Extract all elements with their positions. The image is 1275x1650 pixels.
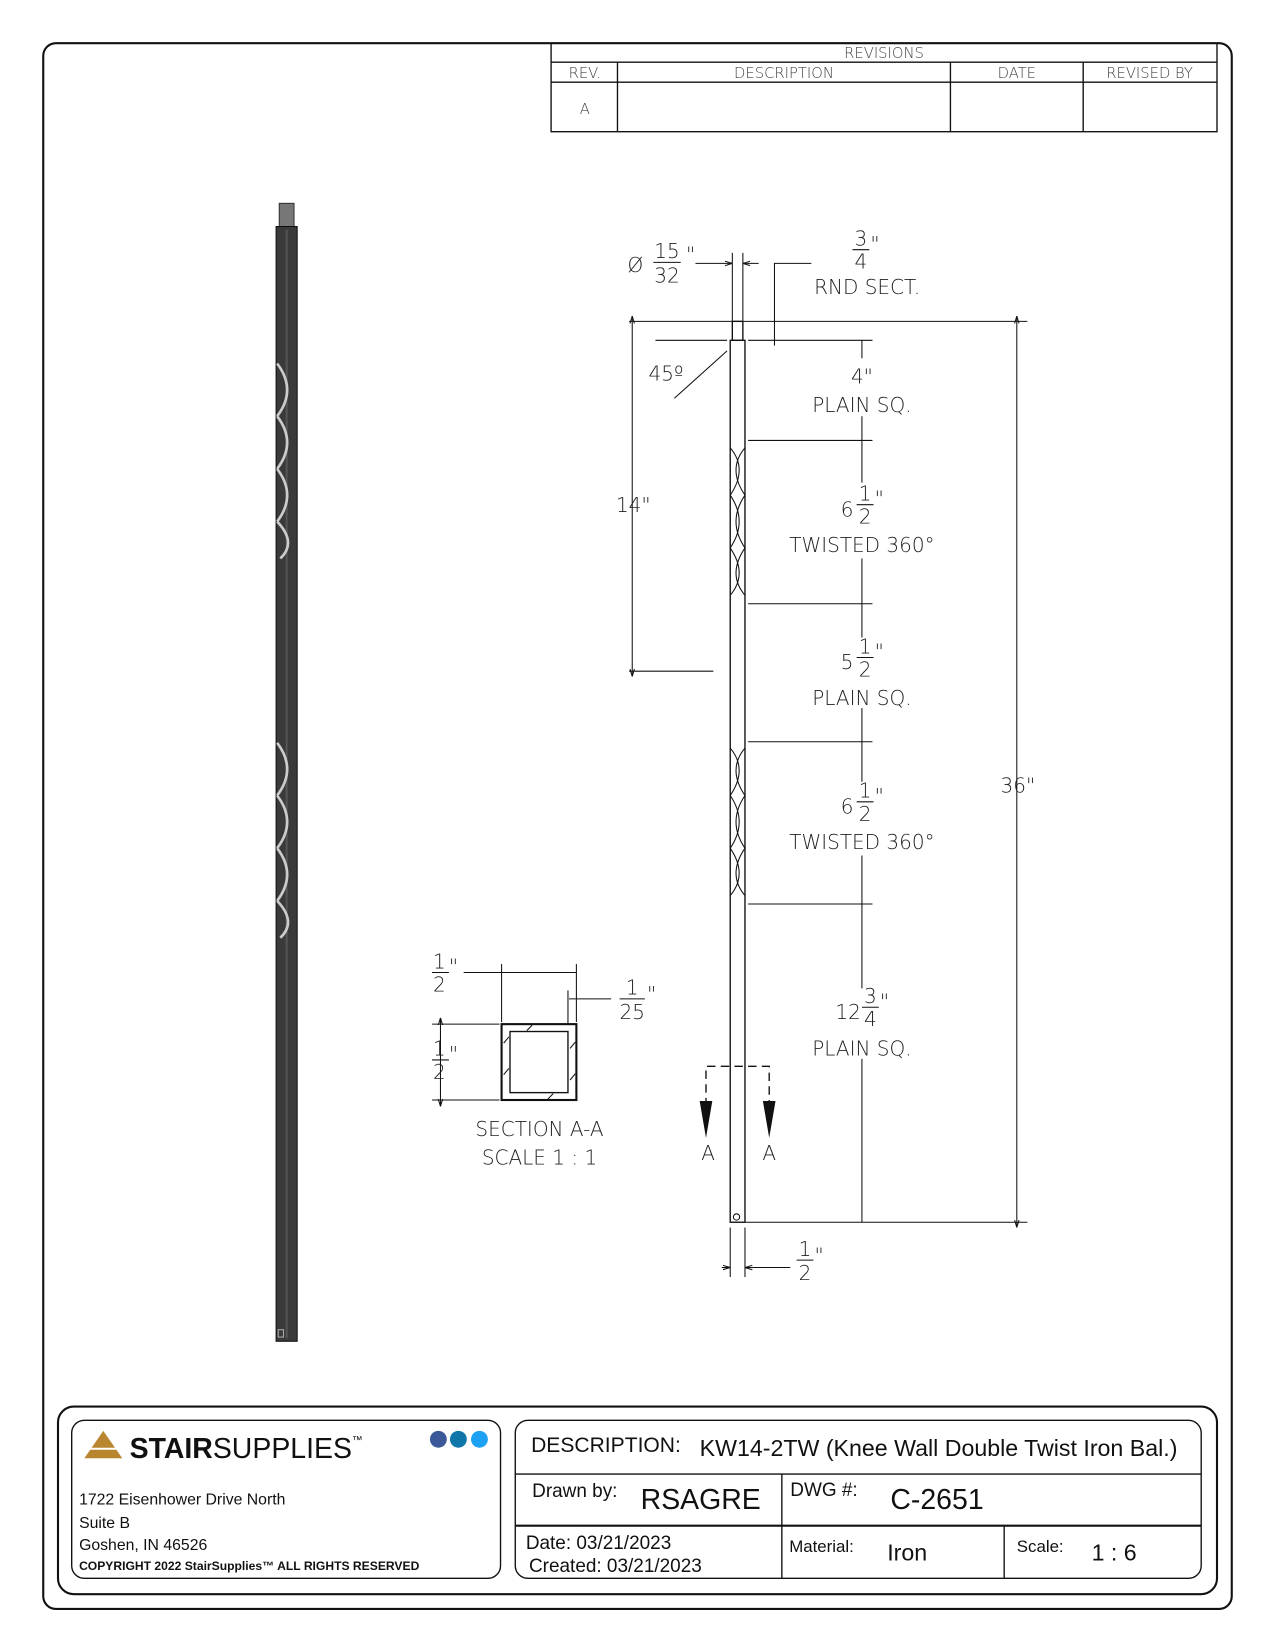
revisions-table: REVISIONS REV. DESCRIPTION DATE REVISED …	[550, 42, 1218, 133]
scale-value: 1 : 6	[1092, 1539, 1137, 1565]
unit: "	[647, 982, 656, 1006]
section-a-a: 1 2 " 1 2 " 1 25 " SECTION A-A SCALE 1 :…	[432, 949, 656, 1169]
company-logo: STAIRSUPPLIES™	[84, 1430, 363, 1465]
date: Date: 03/21/2023	[526, 1533, 671, 1554]
unit: "	[875, 487, 884, 511]
segment-length: 6	[841, 794, 854, 818]
baluster-elevation	[729, 320, 746, 1223]
scale-label: Scale:	[1017, 1537, 1064, 1556]
fraction-denominator: 2	[433, 1060, 446, 1084]
address-line: Suite B	[79, 1515, 130, 1532]
segment-label: TWISTED 360°	[789, 533, 934, 557]
fraction-denominator: 2	[799, 1261, 812, 1285]
segment-length: 6	[841, 497, 854, 521]
segment-dimension: 6 1 2 " TWISTED 360°	[789, 481, 934, 557]
drawn-by-value: RSAGRE	[641, 1484, 761, 1516]
description-label: DESCRIPTION:	[531, 1434, 681, 1457]
chamfer-label: 45º	[649, 361, 684, 385]
section-marker-label: A	[762, 1141, 776, 1165]
fraction-numerator: 1	[859, 634, 872, 658]
title-block: STAIRSUPPLIES™ 1722 Eisenhower Drive Nor…	[56, 1405, 1219, 1596]
revised-by-header: REVISED BY	[1106, 65, 1193, 82]
fraction-numerator: 3	[855, 226, 868, 250]
sheet-border	[42, 42, 1233, 1610]
copyright: COPYRIGHT 2022 StairSupplies™ ALL RIGHTS…	[79, 1559, 420, 1573]
dimension-lines	[629, 252, 1028, 1278]
unit: "	[880, 989, 889, 1013]
description-header: DESCRIPTION	[734, 65, 834, 82]
baluster-render	[275, 202, 298, 1342]
fraction-numerator: 3	[864, 984, 877, 1008]
fraction-denominator: 4	[855, 250, 868, 274]
segment-label: PLAIN SQ.	[812, 686, 911, 710]
facebook-icon[interactable]	[429, 1430, 447, 1448]
round-section-dimension: 3 4 " RND SECT.	[814, 226, 920, 298]
segment-dimension: 6 1 2 " TWISTED 360°	[789, 779, 934, 855]
fraction-denominator: 2	[859, 802, 872, 826]
fraction-denominator: 2	[433, 972, 446, 996]
segment-dimension: 12 3 4 " PLAIN SQ.	[812, 984, 911, 1061]
twitter-icon[interactable]	[471, 1430, 488, 1448]
rev-header: REV.	[569, 65, 601, 82]
diameter-symbol: Ø	[628, 253, 644, 277]
segment-length: 5	[841, 650, 854, 674]
fraction-numerator: 1	[433, 1037, 446, 1061]
fraction-denominator: 25	[620, 1000, 645, 1024]
fraction-denominator: 2	[859, 657, 872, 681]
dwg-label: DWG #:	[790, 1480, 857, 1501]
segment-label: PLAIN SQ.	[812, 1037, 911, 1061]
segment-dimension: 5 1 2 " PLAIN SQ.	[812, 634, 911, 710]
material-value: Iron	[887, 1539, 927, 1565]
fraction-numerator: 1	[626, 976, 639, 1000]
dwg-value: C-2651	[890, 1484, 983, 1516]
segment-length: 12	[835, 1000, 860, 1024]
fraction-denominator: 4	[864, 1007, 877, 1031]
overall-height-label: 36"	[1001, 773, 1036, 797]
unit: "	[875, 784, 884, 808]
date-header: DATE	[998, 65, 1036, 82]
segment-length: 4"	[851, 365, 873, 389]
diameter-dimension: Ø 15 32 "	[628, 239, 696, 287]
fraction-numerator: 1	[859, 481, 872, 505]
revisions-title: REVISIONS	[844, 45, 924, 62]
upper-height-label: 14"	[616, 493, 651, 517]
unit: "	[449, 955, 458, 979]
round-section-label: RND SECT.	[814, 275, 920, 299]
section-cut-marker: A A	[699, 1065, 776, 1165]
created-date: Created: 03/21/2023	[529, 1556, 702, 1577]
address-line: Goshen, IN 46526	[79, 1537, 207, 1554]
fraction-numerator: 1	[859, 779, 872, 803]
segment-label: TWISTED 360°	[789, 830, 934, 854]
fraction-numerator: 1	[433, 949, 446, 973]
rev-value: A	[580, 101, 590, 118]
bottom-width-dimension: 1 2 "	[796, 1237, 824, 1285]
segment-dimension: 4" PLAIN SQ.	[812, 365, 911, 417]
logo-text: STAIRSUPPLIES™	[130, 1433, 363, 1465]
fraction-denominator: 32	[654, 263, 679, 287]
fraction-numerator: 15	[654, 239, 679, 263]
address-line: 1722 Eisenhower Drive North	[79, 1492, 285, 1509]
fraction-numerator: 1	[799, 1237, 812, 1261]
unit: "	[686, 242, 695, 266]
segment-label: PLAIN SQ.	[812, 393, 911, 417]
drawn-by-label: Drawn by:	[532, 1481, 617, 1502]
unit: "	[449, 1042, 458, 1066]
section-title: SECTION A-A	[475, 1117, 603, 1141]
unit: "	[875, 640, 884, 664]
material-label: Material:	[789, 1537, 854, 1556]
fraction-denominator: 2	[859, 505, 872, 529]
linkedin-icon[interactable]	[449, 1430, 467, 1448]
section-scale: SCALE 1 : 1	[482, 1145, 597, 1169]
description-value: KW14-2TW (Knee Wall Double Twist Iron Ba…	[700, 1435, 1178, 1461]
section-marker-label: A	[701, 1141, 715, 1165]
unit: "	[815, 1243, 824, 1267]
unit: "	[870, 232, 879, 256]
